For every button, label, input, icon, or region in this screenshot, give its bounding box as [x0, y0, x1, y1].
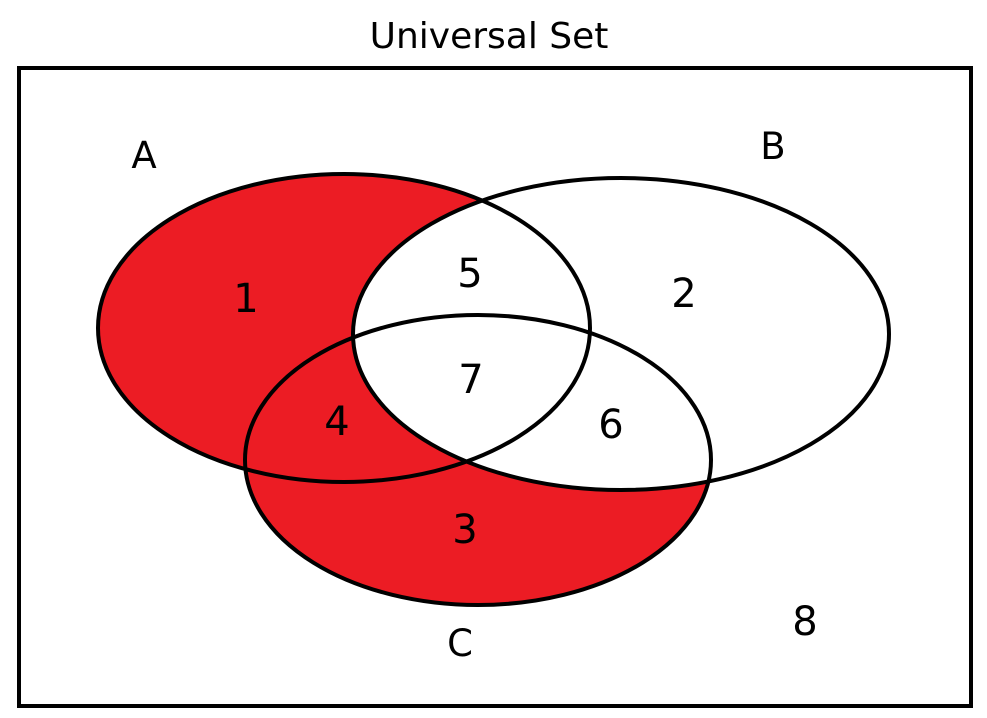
universal-set-border [17, 66, 973, 708]
set-a-outline [96, 172, 592, 484]
region-3-label: 3 [452, 507, 477, 553]
region-4-label: 4 [324, 399, 349, 445]
set-c-outline [243, 313, 713, 607]
set-c-label: C [447, 622, 473, 665]
region-6-label: 6 [598, 402, 623, 448]
set-b-fill [353, 178, 889, 490]
set-a-label: A [131, 134, 156, 177]
region-5-label: 5 [457, 251, 482, 297]
set-b-label: B [760, 125, 785, 168]
diagram-title: Universal Set [370, 16, 609, 57]
region-1-label: 1 [233, 276, 258, 322]
set-b-outline [351, 176, 891, 492]
region-7-label: 7 [458, 357, 483, 403]
region-2-label: 2 [671, 271, 696, 317]
region-8-label: 8 [792, 599, 817, 645]
